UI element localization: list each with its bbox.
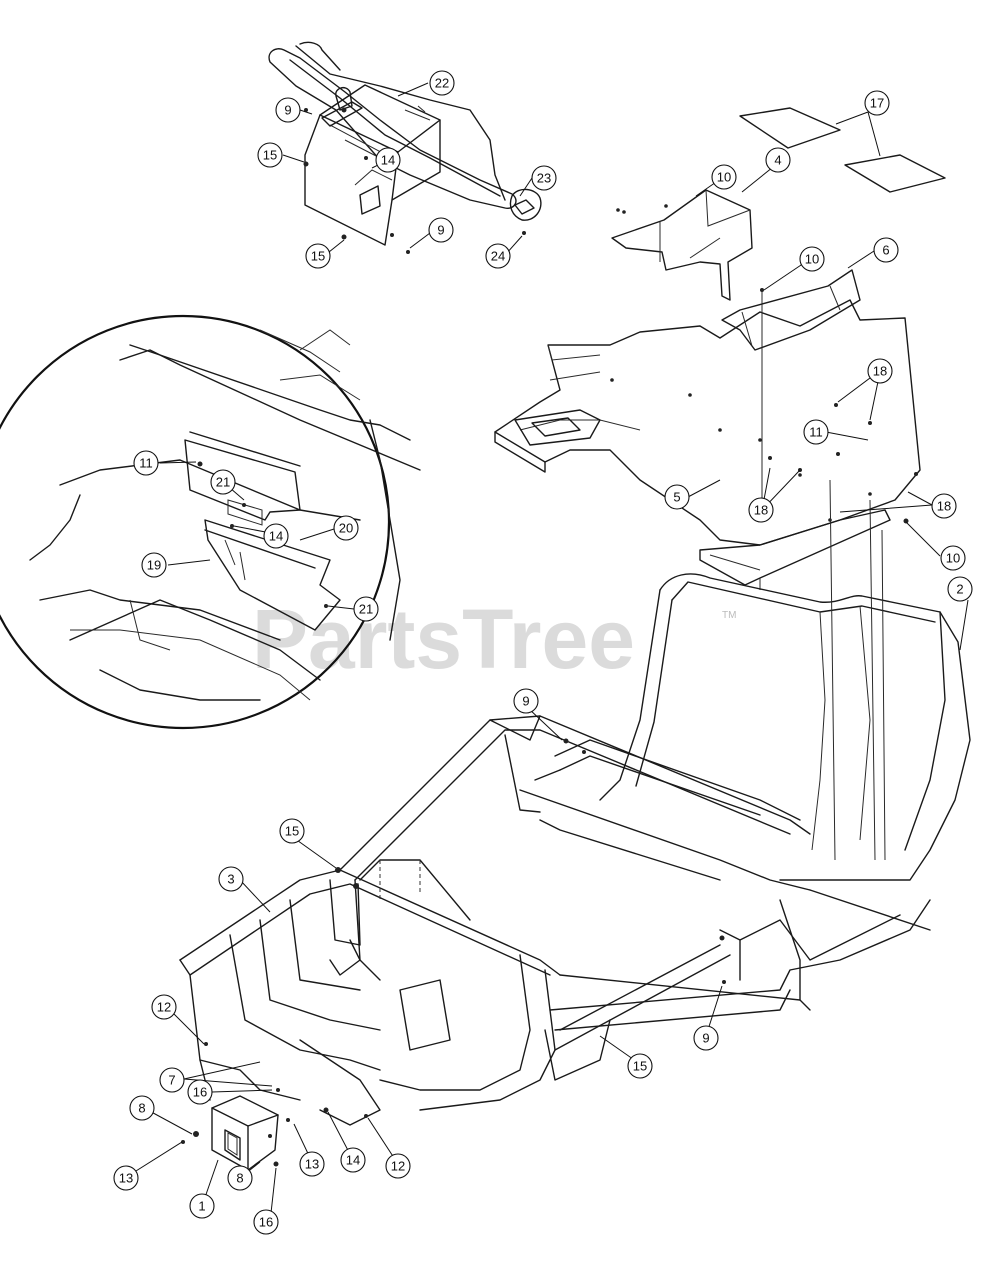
svg-text:3: 3 xyxy=(227,872,234,887)
svg-text:9: 9 xyxy=(284,103,291,118)
callout-14-inset: 14 xyxy=(263,523,289,549)
svg-text:23: 23 xyxy=(537,171,551,186)
callout-17: 17 xyxy=(864,90,890,116)
svg-text:13: 13 xyxy=(119,1171,133,1186)
callout-5: 5 xyxy=(664,484,690,510)
svg-text:18: 18 xyxy=(937,499,951,514)
svg-text:8: 8 xyxy=(138,1101,145,1116)
callout-12-left: 12 xyxy=(151,994,177,1020)
callout-15-bumper-bottom: 15 xyxy=(305,243,331,269)
callout-14-frame: 14 xyxy=(340,1147,366,1173)
svg-text:18: 18 xyxy=(754,503,768,518)
svg-text:21: 21 xyxy=(216,475,230,490)
svg-text:15: 15 xyxy=(285,824,299,839)
svg-text:7: 7 xyxy=(168,1073,175,1088)
svg-text:9: 9 xyxy=(437,223,444,238)
svg-text:11: 11 xyxy=(139,456,153,471)
svg-text:18: 18 xyxy=(873,364,887,379)
svg-text:12: 12 xyxy=(157,1000,171,1015)
callout-15-bumper-top: 15 xyxy=(257,142,283,168)
svg-text:15: 15 xyxy=(263,148,277,163)
callout-6: 6 xyxy=(873,237,899,263)
svg-text:1: 1 xyxy=(198,1199,205,1214)
svg-text:21: 21 xyxy=(359,602,373,617)
svg-text:11: 11 xyxy=(809,425,823,440)
callout-15-frame-top: 15 xyxy=(279,818,305,844)
svg-text:14: 14 xyxy=(346,1153,360,1168)
svg-text:14: 14 xyxy=(381,153,395,168)
callout-18-top: 18 xyxy=(867,358,893,384)
callout-24: 24 xyxy=(485,243,511,269)
svg-text:15: 15 xyxy=(633,1059,647,1074)
callout-11-floor: 11 xyxy=(803,419,829,445)
svg-text:20: 20 xyxy=(339,521,353,536)
svg-text:8: 8 xyxy=(236,1171,243,1186)
callout-11-inset: 11 xyxy=(133,450,159,476)
svg-text:16: 16 xyxy=(193,1085,207,1100)
callout-13-left: 13 xyxy=(113,1165,139,1191)
callout-20: 20 xyxy=(333,515,359,541)
svg-text:4: 4 xyxy=(774,153,781,168)
callout-13-right: 13 xyxy=(299,1151,325,1177)
callout-18-middle: 18 xyxy=(748,497,774,523)
decals xyxy=(739,107,946,193)
svg-text:15: 15 xyxy=(311,249,325,264)
svg-text:16: 16 xyxy=(259,1215,273,1230)
callout-22: 22 xyxy=(429,70,455,96)
svg-text:12: 12 xyxy=(391,1159,405,1174)
svg-text:6: 6 xyxy=(882,243,889,258)
hitch-receiver xyxy=(181,1088,280,1171)
callout-16-top: 16 xyxy=(187,1079,213,1105)
svg-text:9: 9 xyxy=(522,694,529,709)
callout-8-left: 8 xyxy=(129,1095,155,1121)
svg-text:13: 13 xyxy=(305,1157,319,1172)
callout-8-right: 8 xyxy=(227,1165,253,1191)
fasteners xyxy=(204,108,918,1122)
watermark-text: PartsTree xyxy=(252,592,635,686)
callout-16-bottom: 16 xyxy=(253,1209,279,1235)
callout-10-bracket: 10 xyxy=(711,164,737,190)
floor-panel xyxy=(494,299,921,590)
callout-21-inset-bottom: 21 xyxy=(353,596,379,622)
control-bracket xyxy=(611,189,753,301)
callout-18-right: 18 xyxy=(931,493,957,519)
heat-shield xyxy=(721,269,861,351)
callout-9-bumper-top: 9 xyxy=(275,97,301,123)
callout-23: 23 xyxy=(531,165,557,191)
callout-12-right: 12 xyxy=(385,1153,411,1179)
svg-text:9: 9 xyxy=(702,1031,709,1046)
callout-7: 7 xyxy=(159,1067,185,1093)
callout-4: 4 xyxy=(765,147,791,173)
svg-text:19: 19 xyxy=(147,558,161,573)
callout-3: 3 xyxy=(218,866,244,892)
svg-text:14: 14 xyxy=(269,529,283,544)
detail-inset xyxy=(0,314,421,730)
svg-text:10: 10 xyxy=(717,170,731,185)
callout-21-inset-top: 21 xyxy=(210,469,236,495)
callout-15-frame-bottom: 15 xyxy=(627,1053,653,1079)
callout-14-bumper: 14 xyxy=(375,147,401,173)
svg-text:5: 5 xyxy=(673,490,680,505)
svg-text:10: 10 xyxy=(805,252,819,267)
bumper-end-cap xyxy=(509,188,542,235)
callout-2: 2 xyxy=(947,576,973,602)
callout-9-frame-bottom: 9 xyxy=(693,1025,719,1051)
watermark-trademark: TM xyxy=(722,610,736,621)
svg-text:22: 22 xyxy=(435,76,449,91)
callout-9-frame-top: 9 xyxy=(513,688,539,714)
svg-text:24: 24 xyxy=(491,249,505,264)
callout-1: 1 xyxy=(189,1193,215,1219)
svg-text:17: 17 xyxy=(870,96,884,111)
svg-text:10: 10 xyxy=(946,551,960,566)
callout-10-floor: 10 xyxy=(940,545,966,571)
svg-text:2: 2 xyxy=(956,582,963,597)
front-bumper-assembly xyxy=(268,41,517,246)
leader-lines xyxy=(127,82,969,1223)
main-frame xyxy=(179,290,971,1126)
callout-10-shield: 10 xyxy=(799,246,825,272)
callout-9-bumper-bottom: 9 xyxy=(428,217,454,243)
callout-19: 19 xyxy=(141,552,167,578)
